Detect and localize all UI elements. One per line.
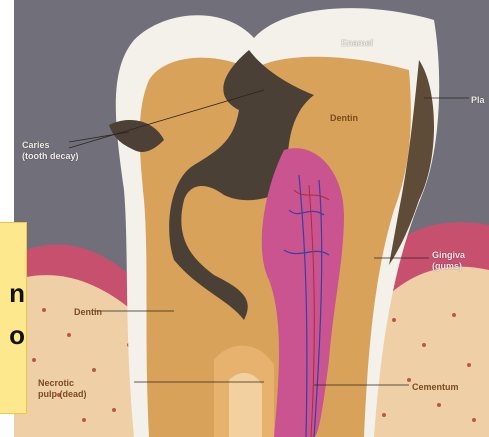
label-caries-line2: (tooth decay) (22, 151, 79, 161)
label-dentin-lower: Dentin (74, 307, 102, 317)
slide-text-line-2: o (9, 321, 25, 349)
label-necrotic-line1: Necrotic (38, 378, 74, 388)
label-dentin-upper: Dentin (330, 113, 358, 123)
label-gingiva-line2: (gums) (432, 261, 462, 271)
root-canal-inner (229, 373, 262, 437)
label-necrotic-line2: pulp (dead) (38, 389, 87, 399)
label-plaque: Pla (471, 95, 485, 105)
tooth-decay-illustration: Enamel Pla Dentin Caries (tooth decay) G… (14, 0, 489, 437)
tooth-cross-section (14, 0, 489, 437)
slide-text-box: n o (0, 222, 27, 414)
slide-text-line-1: n (9, 279, 25, 307)
label-caries-line1: Caries (22, 140, 50, 150)
label-gingiva-line1: Gingiva (432, 250, 465, 260)
label-cementum: Cementum (412, 382, 459, 392)
label-enamel: Enamel (341, 38, 373, 48)
